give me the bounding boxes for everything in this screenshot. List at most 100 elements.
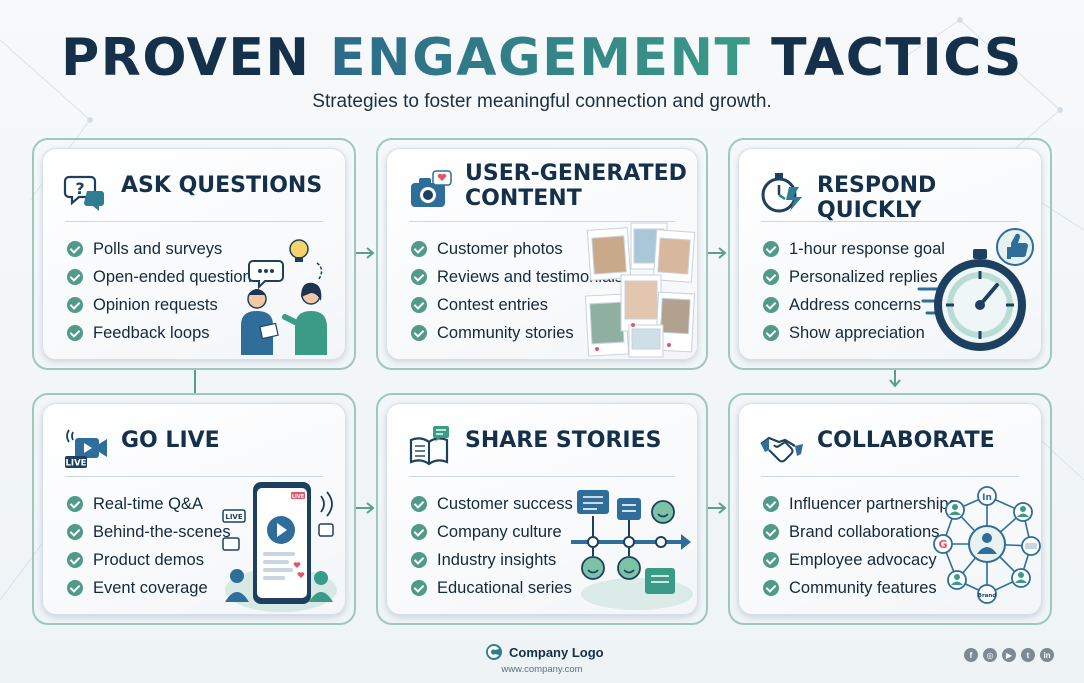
check-icon	[67, 269, 83, 285]
check-icon	[411, 241, 427, 257]
card-user-generated-content: USER-GENERATED CONTENT Customer photos R…	[386, 148, 698, 360]
list-item: Influencer partnerships	[763, 490, 957, 518]
check-icon	[763, 325, 779, 341]
list-item: Educational series	[411, 574, 573, 602]
check-icon	[411, 524, 427, 540]
title-part-2: TACTICS	[771, 28, 1023, 88]
list-item: Opinion requests	[67, 291, 260, 319]
frame-respond-quickly	[728, 138, 1052, 370]
list-item: Contest entries	[411, 291, 623, 319]
card-items: Customer photos Reviews and testimonials…	[411, 235, 623, 347]
frame-user-generated-content	[376, 138, 708, 370]
list-item: 1-hour response goal	[763, 235, 945, 263]
check-icon	[67, 552, 83, 568]
card-items: Real-time Q&A Behind-the-scenes Product …	[67, 490, 231, 602]
list-item: Personalized replies	[763, 263, 945, 291]
linkedin-icon[interactable]: in	[1040, 648, 1054, 662]
card-title: SHARE STORIES	[465, 428, 662, 453]
twitter-icon[interactable]: t	[1021, 648, 1035, 662]
camera-icon	[411, 170, 452, 207]
check-icon	[67, 524, 83, 540]
instagram-icon[interactable]: ◎	[983, 648, 997, 662]
check-icon	[411, 269, 427, 285]
network-illustration: In G Brand	[933, 486, 1041, 604]
list-item: Reviews and testimonials	[411, 263, 623, 291]
check-icon	[67, 580, 83, 596]
divider	[65, 476, 323, 477]
card-title-line-1: USER-GENERATED	[465, 161, 687, 186]
list-item: Brand collaborations	[763, 518, 957, 546]
youtube-icon[interactable]: ▶	[1002, 648, 1016, 662]
question-chat-icon: ?	[63, 175, 104, 211]
stopwatch-thumbs-up-illustration	[917, 228, 1034, 351]
card-items: Polls and surveys Open-ended questions O…	[67, 235, 260, 347]
check-icon	[411, 297, 427, 313]
list-item: Industry insights	[411, 546, 573, 574]
card-respond-quickly: RESPOND QUICKLY 1-hour response goal Per…	[738, 148, 1042, 360]
list-item: Company culture	[411, 518, 573, 546]
card-ask-questions: ? ASK QUESTIONS Polls and surveys Open-e…	[42, 148, 346, 360]
list-item: Employee advocacy	[763, 546, 957, 574]
divider	[761, 221, 1019, 222]
svg-text:G: G	[938, 538, 947, 551]
logo-icon	[486, 644, 502, 660]
footer-url[interactable]: www.company.com	[501, 664, 583, 675]
card-collaborate: COLLABORATE Influencer partnerships Bran…	[738, 403, 1042, 615]
facebook-icon[interactable]: f	[964, 648, 978, 662]
card-title: GO LIVE	[121, 428, 220, 453]
logo-name: Company Logo	[509, 644, 604, 660]
svg-text:LIVE: LIVE	[225, 513, 242, 521]
list-item: Customer success	[411, 490, 573, 518]
list-item: Real-time Q&A	[67, 490, 231, 518]
list-item: Show appreciation	[763, 319, 945, 347]
card-items: 1-hour response goal Personalized replie…	[763, 235, 945, 347]
divider	[761, 476, 1019, 477]
list-item: Polls and surveys	[67, 235, 260, 263]
check-icon	[763, 269, 779, 285]
svg-text:In: In	[982, 493, 992, 503]
svg-text:?: ?	[75, 179, 84, 198]
check-icon	[67, 496, 83, 512]
company-logo[interactable]: Company Logo	[485, 643, 604, 661]
open-book-icon	[409, 426, 449, 466]
divider	[409, 221, 675, 222]
list-item: Open-ended questions	[67, 263, 260, 291]
frame-go-live	[32, 393, 356, 625]
check-icon	[411, 580, 427, 596]
stopwatch-icon	[761, 173, 802, 213]
page-title: PROVEN ENGAGEMENT TACTICS	[0, 28, 1084, 88]
check-icon	[67, 325, 83, 341]
list-item: Community features	[763, 574, 957, 602]
list-item: Event coverage	[67, 574, 231, 602]
list-item: Behind-the-scenes	[67, 518, 231, 546]
svg-text:Brand: Brand	[978, 593, 997, 599]
handshake-icon	[760, 436, 803, 463]
live-video-icon: LIVE	[65, 429, 107, 469]
story-timeline-illustration	[571, 490, 693, 610]
check-icon	[67, 297, 83, 313]
card-title: RESPOND QUICKLY	[817, 173, 937, 223]
frame-ask-questions	[32, 138, 356, 370]
card-title-line-2: CONTENT	[465, 186, 582, 211]
photo-collage-illustration	[585, 222, 696, 358]
title-accent: ENGAGEMENT	[330, 28, 752, 88]
card-items: Influencer partnerships Brand collaborat…	[763, 490, 957, 602]
check-icon	[763, 580, 779, 596]
card-title: ASK QUESTIONS	[121, 173, 323, 198]
check-icon	[763, 297, 779, 313]
list-item: Address concerns	[763, 291, 945, 319]
card-title: USER-GENERATED CONTENT	[465, 161, 687, 211]
page-subtitle: Strategies to foster meaningful connecti…	[312, 91, 772, 112]
title-part-1: PROVEN	[61, 28, 311, 88]
frame-collaborate	[728, 393, 1052, 625]
list-item: Customer photos	[411, 235, 623, 263]
card-go-live: LIVE GO LIVE Real-time Q&A Behind-the-sc…	[42, 403, 346, 615]
check-icon	[411, 552, 427, 568]
divider	[65, 221, 323, 222]
check-icon	[411, 496, 427, 512]
check-icon	[763, 524, 779, 540]
check-icon	[411, 325, 427, 341]
frame-share-stories	[376, 393, 708, 625]
conversation-illustration	[241, 239, 327, 355]
